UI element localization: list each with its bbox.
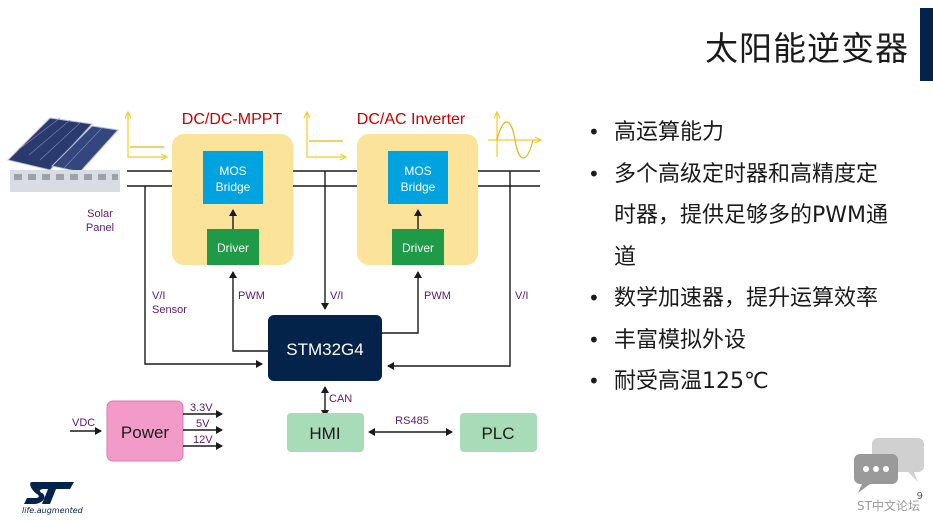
bullet-item: 丰富模拟外设 [588,320,888,362]
power-label: Power [121,423,170,442]
plc-block [460,413,537,452]
hmi-label: HMI [309,424,340,443]
mos-bridge-box-2 [388,151,448,204]
control-wiring [144,171,511,436]
forum-watermark: ST中文论坛 [857,499,920,513]
ac-waveform-icon [488,110,543,159]
feature-bullet-list: 高运算能力 多个高级定时器和高精度定时器，提供足够多的PWM通道 数学加速器，提… [588,112,888,403]
solar-panel-icon [7,117,120,192]
dc-waveform-icon [124,110,169,161]
output-3v3-label: 3.3V [190,402,213,414]
hmi-block [287,413,364,452]
dc-bus-lines [127,170,540,187]
driver-box-1 [207,229,259,265]
output-12v-label: 12V [193,434,213,446]
st-logo-icon [24,482,74,504]
pwm-label-2: PWM [424,290,451,302]
vdc-label: VDC [72,417,95,429]
power-block [106,400,184,462]
bullet-item: 多个高级定时器和高精度定时器，提供足够多的PWM通道 [588,154,888,279]
logo-tagline: life.augmented [22,506,83,515]
slide-title: 太阳能逆变器 [705,29,909,68]
dcac-inverter-label: DC/AC Inverter [357,111,466,128]
mcu-label: STM32G4 [286,340,363,359]
can-label: CAN [329,393,352,405]
page-number: 9 [916,491,923,502]
pwm-label-1: PWM [238,290,265,302]
bullet-item: 数学加速器，提升运算效率 [588,278,888,320]
mcu-block [268,315,382,381]
vi-label-2: V/I [515,290,528,302]
bullet-item: 耐受高温125℃ [588,361,888,403]
dcdc-mppt-label: DC/DC-MPPT [182,111,283,128]
driver-box-2 [392,229,444,265]
output-5v-label: 5V [196,418,210,430]
rs485-label: RS485 [395,415,429,427]
driver-label-1: Driver [217,241,249,255]
vi-label-1: V/I [330,290,343,302]
power-output-arrows [183,410,223,450]
driver-label-2: Driver [402,241,434,255]
bullet-item: 高运算能力 [588,112,888,154]
plc-label: PLC [481,424,514,443]
dc-waveform-icon-2 [303,110,348,161]
title-accent-bar [920,8,933,81]
chat-bubble-icon [854,438,924,493]
mos-bridge-box-1 [203,151,263,204]
